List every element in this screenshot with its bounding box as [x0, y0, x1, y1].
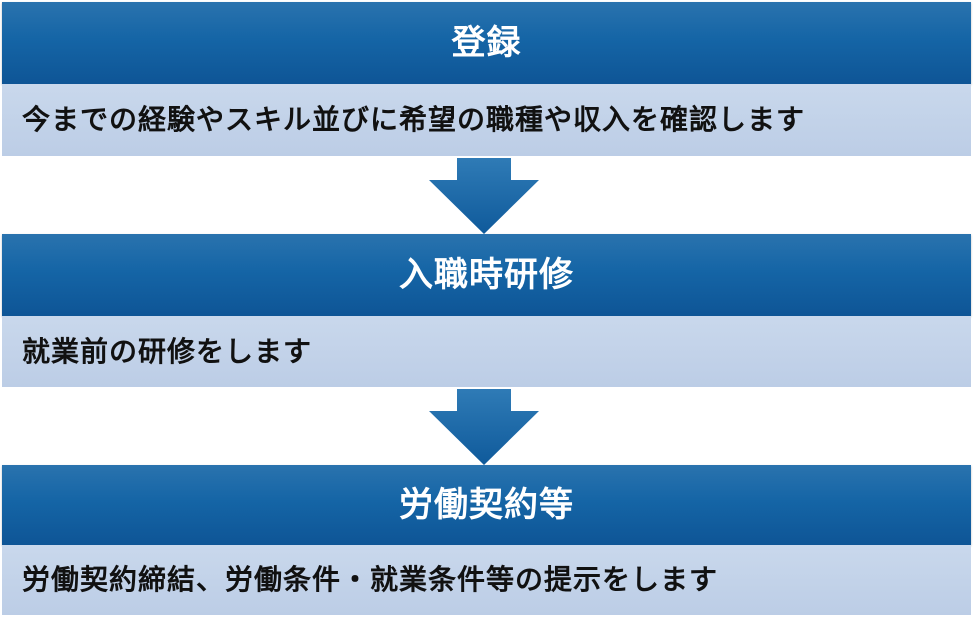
step-2-description: 就業前の研修をします [2, 316, 971, 387]
step-1-description: 今までの経験やスキル並びに希望の職種や収入を確認します [2, 84, 971, 156]
step-1-title: 登録 [2, 2, 971, 84]
step-3-title: 労働契約等 [2, 465, 971, 545]
down-arrow-icon [429, 389, 539, 465]
down-arrow-icon [429, 158, 539, 234]
step-2-title: 入職時研修 [2, 234, 971, 316]
step-3-description: 労働契約締結、労働条件・就業条件等の提示をします [2, 545, 971, 615]
